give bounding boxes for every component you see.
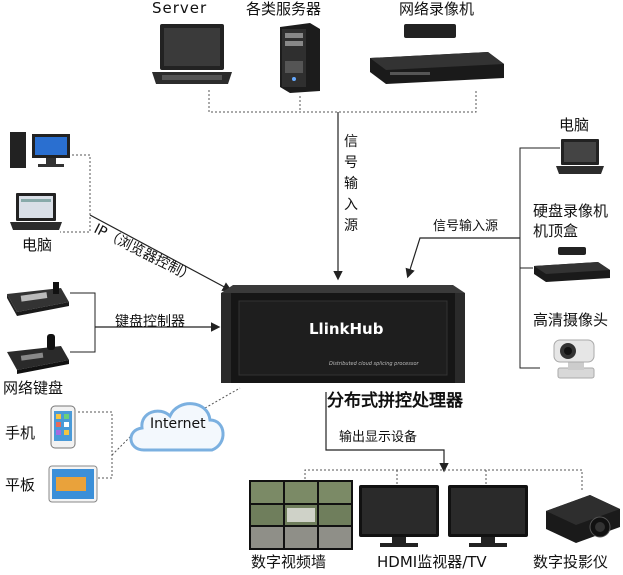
label-servers-cn: 各类服务器 xyxy=(246,0,322,18)
projector-icon xyxy=(546,495,620,543)
label-hd-camera: 高清摄像头 xyxy=(533,311,609,329)
smartphone-icon xyxy=(50,405,76,449)
label-signal-input-right: 信号输入源 xyxy=(433,219,499,234)
nvr-device-icon xyxy=(370,24,504,84)
processor-subtitle: Distributed cloud splicing processor xyxy=(329,361,419,367)
label-hdd-recorder-1: 硬盘录像机 xyxy=(533,202,609,220)
video-wall-icon xyxy=(249,480,353,550)
label-tablet: 平板 xyxy=(5,476,36,494)
network-keyboard-icon-1 xyxy=(7,282,69,316)
label-nvr-top: 网络录像机 xyxy=(399,0,475,18)
label-pc-left: 电脑 xyxy=(22,236,53,254)
tablet-icon xyxy=(48,465,98,503)
label-hdmi-monitor: HDMI监视器/TV xyxy=(377,553,487,571)
monitor-icon-2 xyxy=(448,485,528,547)
label-projector: 数字投影仪 xyxy=(533,553,609,571)
laptop-left-icon xyxy=(10,193,62,230)
monitor-icon-1 xyxy=(359,485,439,547)
label-phone: 手机 xyxy=(5,424,36,442)
label-video-wall: 数字视频墙 xyxy=(251,553,327,571)
ptz-camera-icon xyxy=(553,339,595,379)
label-server: Server xyxy=(152,0,208,17)
label-network-keyboard: 网络键盘 xyxy=(3,379,64,397)
processor-title: 分布式拼控处理器 xyxy=(327,391,463,411)
label-signal-input-vertical: 信号输入源 xyxy=(344,134,358,234)
processor-brand: LlinkHub xyxy=(309,320,384,338)
label-keyboard-control: 键盘控制器 xyxy=(115,314,185,330)
desktop-pc-icon xyxy=(10,132,70,168)
internet-cloud-icon xyxy=(129,402,225,452)
label-pc-right: 电脑 xyxy=(559,116,590,134)
label-output-devices: 输出显示设备 xyxy=(339,430,418,445)
laptop-right-icon xyxy=(556,139,604,174)
network-keyboard-icon-2 xyxy=(7,334,69,374)
label-hdd-recorder-2: 机顶盒 xyxy=(533,222,579,240)
set-top-box-icon xyxy=(534,247,610,282)
processor-device xyxy=(221,285,465,383)
laptop-icon xyxy=(152,24,232,84)
server-tower-icon xyxy=(280,23,320,93)
label-internet: Internet xyxy=(150,416,206,432)
